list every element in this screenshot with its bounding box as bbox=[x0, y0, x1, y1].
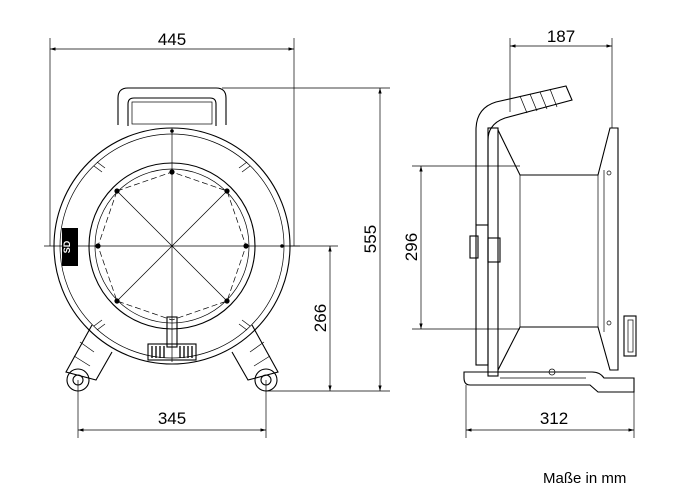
front-view: SD bbox=[44, 87, 300, 392]
front-socket-block bbox=[147, 343, 197, 361]
side-drum bbox=[497, 127, 619, 371]
dim-front-height: 555 bbox=[361, 225, 380, 253]
dim-foot-width: 345 bbox=[158, 409, 186, 428]
side-base bbox=[463, 371, 635, 393]
front-bolt-holes bbox=[95, 129, 284, 304]
units-note: Maße in mm bbox=[543, 470, 627, 487]
front-handle bbox=[117, 87, 227, 125]
dim-drum-diameter: 296 bbox=[402, 233, 421, 261]
side-dimensions: 187 296 312 bbox=[402, 27, 635, 438]
dim-axis-height: 266 bbox=[311, 304, 330, 332]
dim-side-top: 187 bbox=[547, 27, 575, 46]
side-view bbox=[463, 85, 637, 393]
dim-front-width: 445 bbox=[158, 30, 186, 49]
brand-logo bbox=[62, 228, 78, 266]
dim-side-depth: 312 bbox=[540, 409, 568, 428]
side-handle bbox=[475, 85, 573, 225]
brand-logo-text: SD bbox=[62, 240, 72, 253]
front-dimensions: 445 555 266 345 bbox=[49, 30, 390, 438]
